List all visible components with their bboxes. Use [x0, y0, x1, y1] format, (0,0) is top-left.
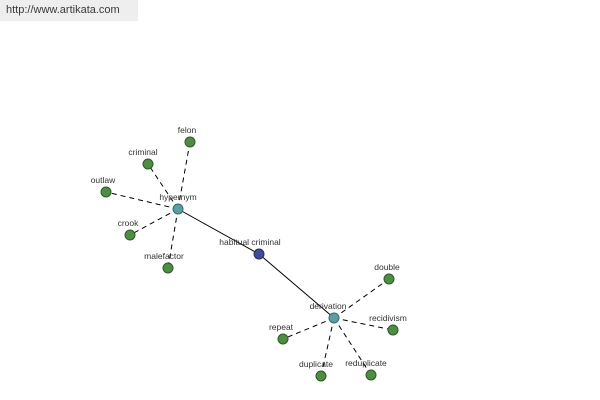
watermark-url[interactable]: http://www.artikata.com: [6, 4, 120, 16]
edge-hypernym-crook: [129, 208, 179, 236]
edge-root-hypernym: [177, 208, 260, 255]
node-malefactor[interactable]: [162, 262, 174, 274]
label-duplicate[interactable]: duplicate: [299, 359, 333, 369]
label-recidivism[interactable]: recidivism: [369, 313, 407, 323]
node-hypernym[interactable]: [172, 203, 184, 215]
edge-derivation-recidivism: [333, 317, 394, 331]
label-criminal[interactable]: criminal: [128, 147, 157, 157]
edge-derivation-duplicate: [320, 317, 335, 377]
edges-layer: [105, 141, 394, 377]
edge-hypernym-malefactor: [167, 208, 179, 269]
node-recidivism[interactable]: [387, 324, 399, 336]
node-derivation[interactable]: [328, 312, 340, 324]
edge-derivation-double: [333, 278, 390, 319]
edge-derivation-repeat: [282, 317, 335, 340]
label-double[interactable]: double: [374, 262, 400, 272]
edge-derivation-reduplicate: [333, 317, 372, 376]
labels-layer: habitual criminal hypernym felon criminal ou…: [91, 125, 407, 369]
label-felon[interactable]: felon: [178, 125, 197, 135]
label-malefactor[interactable]: malefactor: [144, 251, 184, 261]
label-outlaw[interactable]: outlaw: [91, 175, 116, 185]
node-crook[interactable]: [124, 229, 136, 241]
node-reduplicate[interactable]: [365, 369, 377, 381]
edge-hypernym-criminal: [147, 163, 179, 210]
node-root-habitual-criminal[interactable]: [253, 248, 265, 260]
node-repeat[interactable]: [277, 333, 289, 345]
label-derivation[interactable]: derivation: [310, 301, 347, 311]
label-repeat[interactable]: repeat: [269, 322, 294, 332]
watermark: http://www.artikata.com: [0, 0, 138, 21]
node-double[interactable]: [383, 273, 395, 285]
edge-hypernym-felon: [177, 141, 191, 210]
nodes-layer: [100, 136, 399, 382]
label-root-habitual-criminal[interactable]: habitual criminal: [219, 237, 281, 247]
node-outlaw[interactable]: [100, 186, 112, 198]
label-reduplicate[interactable]: reduplicate: [345, 358, 387, 368]
node-criminal[interactable]: [142, 158, 154, 170]
node-felon[interactable]: [184, 136, 196, 148]
node-duplicate[interactable]: [315, 370, 327, 382]
label-crook[interactable]: crook: [118, 218, 140, 228]
label-hypernym[interactable]: hypernym: [159, 192, 196, 202]
edge-hypernym-outlaw: [105, 191, 179, 210]
edge-root-derivation: [258, 253, 335, 319]
